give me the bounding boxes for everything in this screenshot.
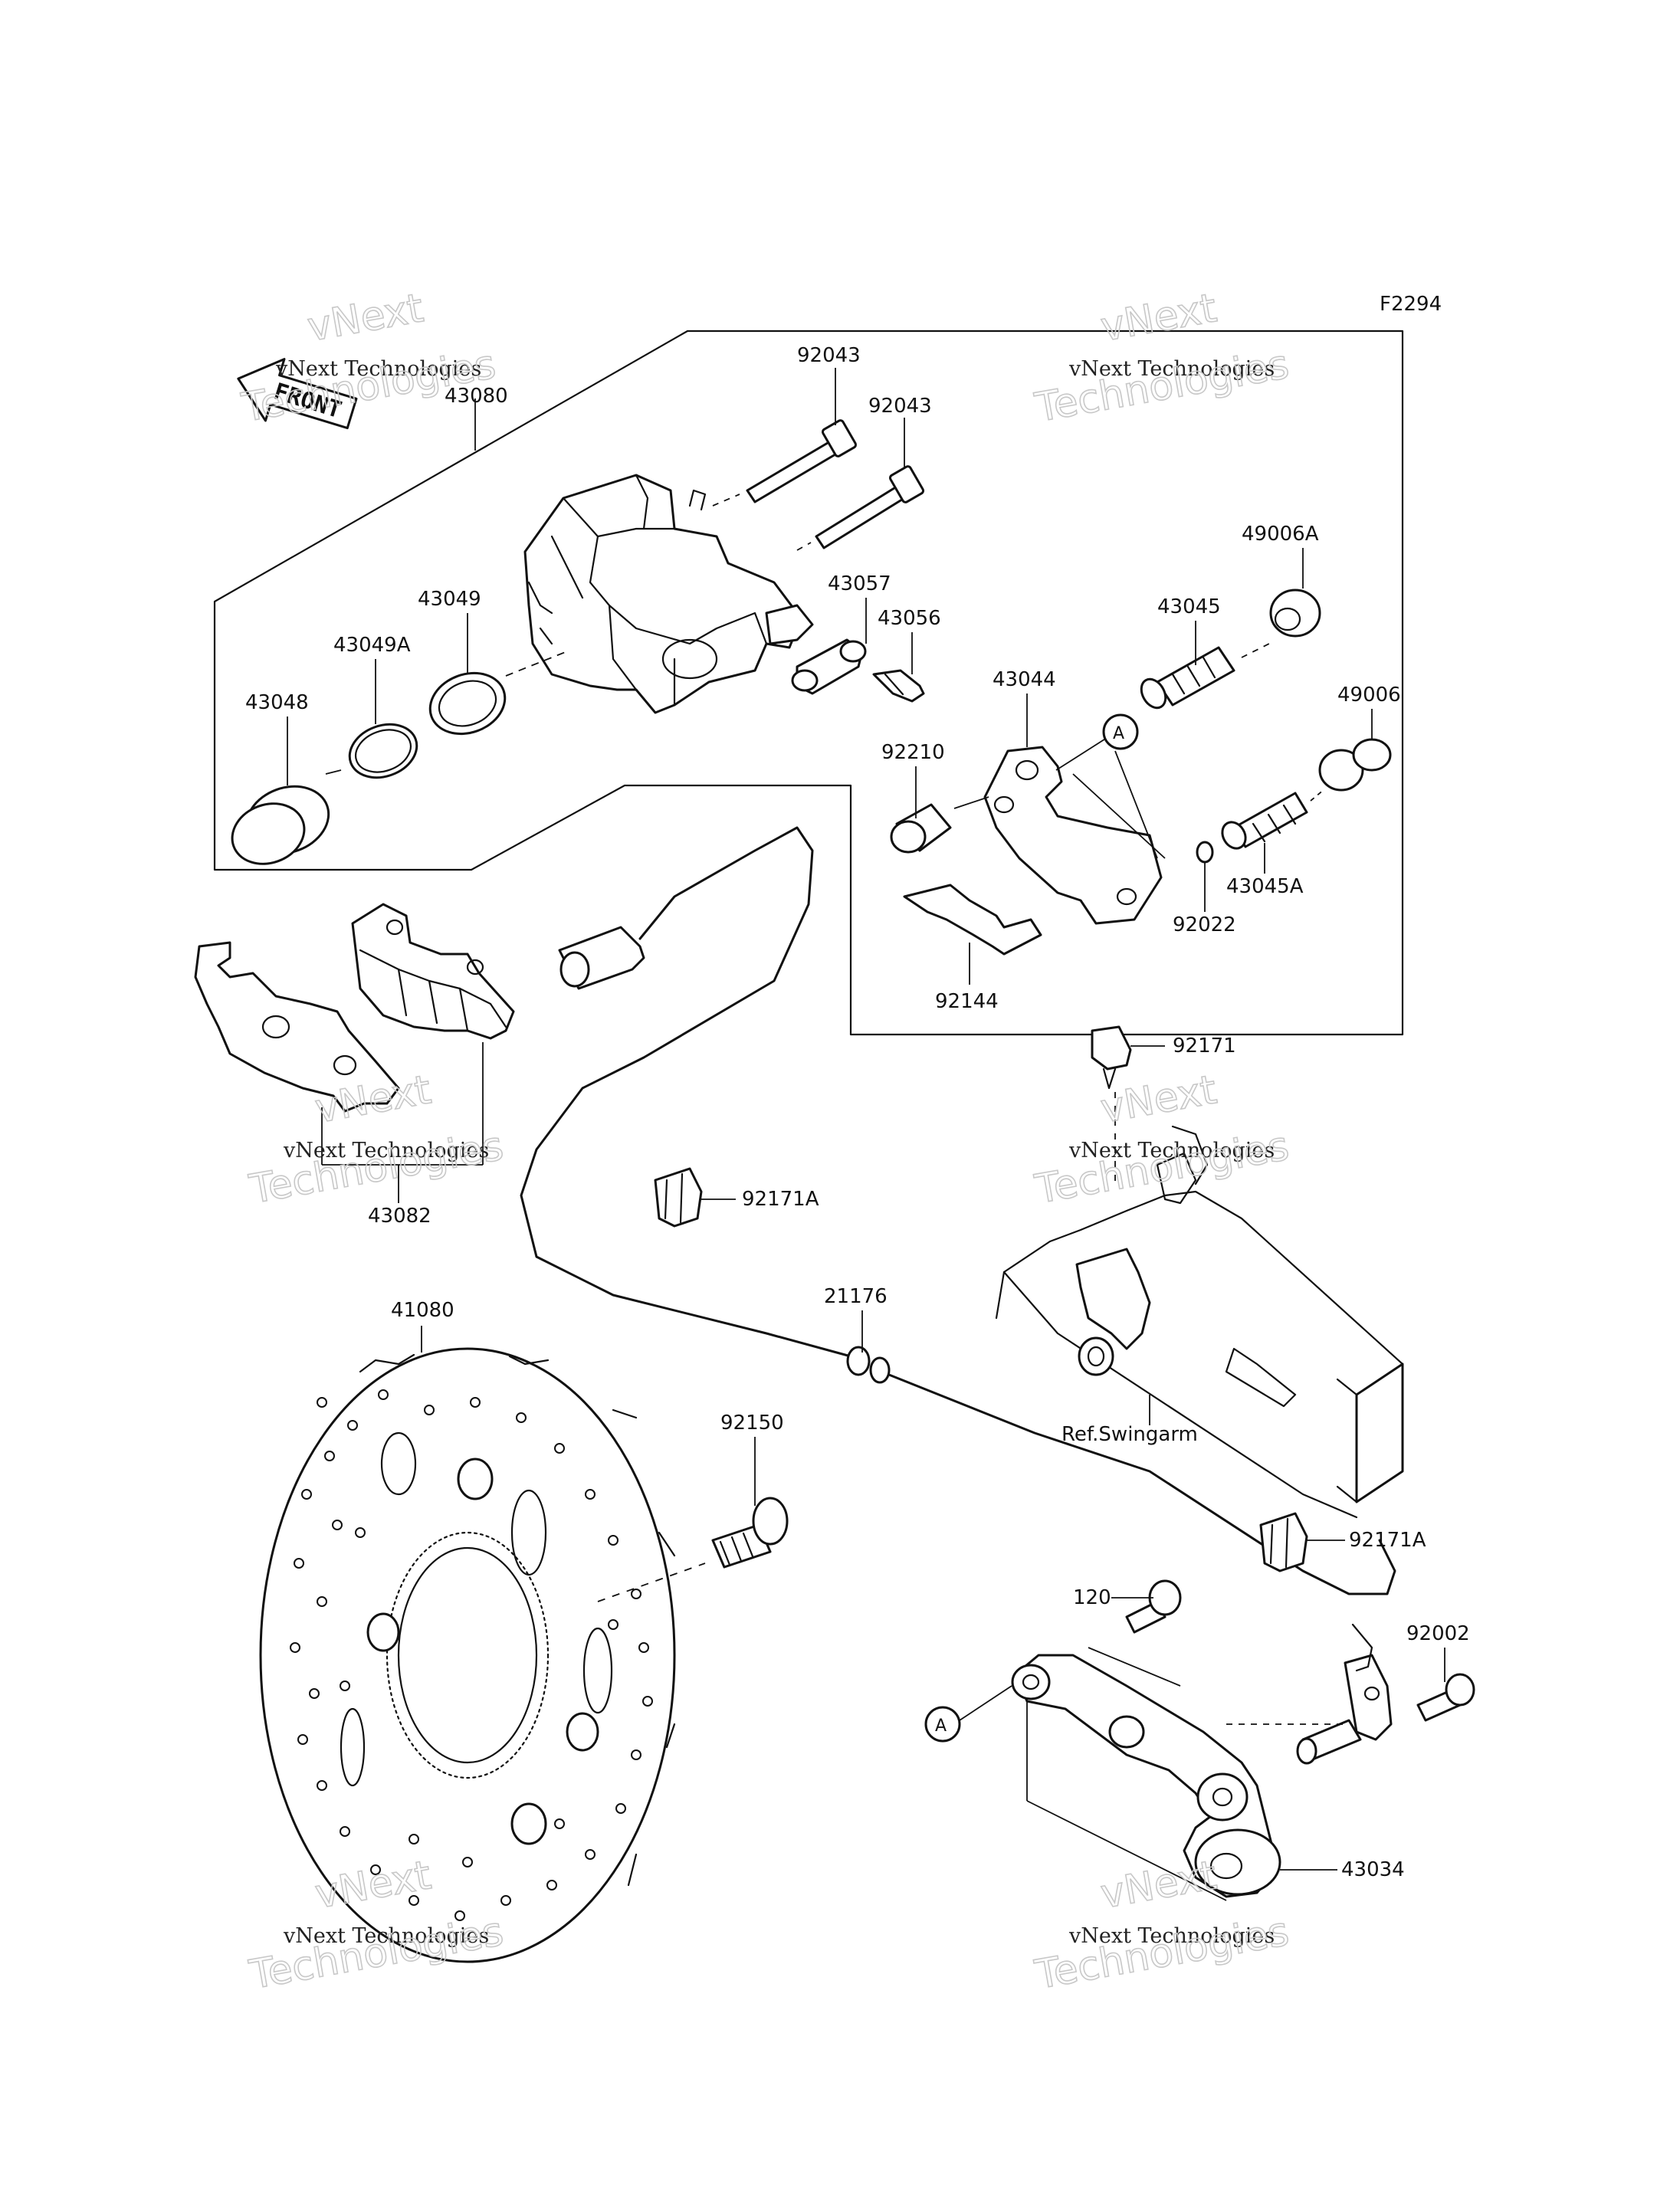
- bolt-120: [1111, 1579, 1182, 1634]
- caliper-bracket-43044: [953, 720, 1166, 925]
- label-92043-b: 92043: [868, 395, 932, 418]
- abs-sensor-cable-21176: [520, 826, 1396, 1595]
- swingarm: [995, 1125, 1404, 1519]
- label-43056: 43056: [878, 607, 941, 630]
- label-41080: 41080: [391, 1299, 454, 1322]
- svg-text:vNext: vNext: [1098, 1067, 1220, 1132]
- svg-text:vNext: vNext: [1098, 285, 1220, 350]
- piston-seals: [231, 651, 568, 865]
- label-43082: 43082: [368, 1205, 431, 1228]
- boot-49006: [1318, 738, 1392, 792]
- label-92150: 92150: [720, 1412, 784, 1435]
- bolt-92002: [1416, 1648, 1475, 1722]
- bleeder-valve-43056: [872, 669, 925, 703]
- svg-text:A: A: [1113, 724, 1124, 743]
- label-49006: 49006: [1337, 684, 1401, 707]
- svg-text:vNext: vNext: [1098, 1852, 1220, 1917]
- svg-text:Technologies: Technologies: [1032, 1123, 1292, 1213]
- label-ref-swingarm: Ref.Swingarm: [1061, 1423, 1198, 1446]
- caliper-group-outline: [213, 330, 1404, 1036]
- figure-code: F2294: [1380, 293, 1442, 316]
- svg-text:vNext Technologies: vNext Technologies: [283, 1139, 489, 1162]
- svg-text:A: A: [935, 1717, 947, 1736]
- sensor-bracket-43034: [1011, 1623, 1393, 1901]
- label-43044: 43044: [993, 668, 1056, 691]
- svg-text:vNext Technologies: vNext Technologies: [283, 1924, 489, 1948]
- bolt-92043-a: [712, 419, 858, 507]
- spring-92144: [903, 884, 1042, 956]
- label-92002: 92002: [1406, 1622, 1470, 1645]
- label-43080: 43080: [445, 385, 508, 408]
- svg-text:Technologies: Technologies: [1032, 1909, 1292, 1999]
- svg-text:vNext Technologies: vNext Technologies: [1068, 1139, 1275, 1162]
- disc-bolt-92150: [597, 1437, 789, 1602]
- callout-a-1: A: [1102, 713, 1139, 750]
- leader-lines: [287, 368, 1373, 1541]
- watermark-top-right: vNext vNext Technologies Technologies: [1031, 285, 1293, 432]
- slide-pin-43045: [1140, 641, 1273, 710]
- brake-disc-41080: [259, 1347, 676, 1963]
- svg-text:vNext Technologies: vNext Technologies: [1068, 1924, 1275, 1948]
- boot-49006A: [1269, 589, 1321, 638]
- watermark-top-left: vNext vNext Technologies Technologies: [238, 285, 500, 432]
- svg-text:vNext: vNext: [304, 285, 427, 350]
- clip-92171: [1091, 1025, 1132, 1188]
- bolt-92043-b: [796, 465, 925, 551]
- sleeve-92210: [890, 803, 952, 854]
- svg-text:Technologies: Technologies: [246, 1123, 507, 1213]
- label-92144: 92144: [935, 990, 999, 1013]
- watermark-mid-left: vNext vNext Technologies Technologies: [245, 1067, 507, 1214]
- label-120: 120: [1073, 1586, 1111, 1609]
- caliper-body: [523, 474, 814, 714]
- label-43049: 43049: [418, 588, 481, 611]
- label-21176: 21176: [824, 1285, 888, 1308]
- svg-text:Technologies: Technologies: [1032, 342, 1292, 431]
- label-43045: 43045: [1157, 595, 1221, 618]
- label-92043-a: 92043: [797, 344, 861, 367]
- label-43034: 43034: [1341, 1858, 1405, 1881]
- label-92171: 92171: [1173, 1035, 1236, 1058]
- label-43049A: 43049A: [333, 634, 411, 657]
- grommet-92171A-b: [1259, 1512, 1308, 1572]
- label-43045A: 43045A: [1226, 875, 1304, 898]
- label-43048: 43048: [245, 691, 309, 714]
- label-92171A-a: 92171A: [742, 1188, 819, 1211]
- callout-a-2: A: [924, 1685, 1012, 1743]
- svg-text:Technologies: Technologies: [238, 342, 499, 431]
- svg-text:vNext Technologies: vNext Technologies: [1068, 357, 1275, 381]
- label-92210: 92210: [881, 741, 945, 764]
- label-92022: 92022: [1173, 913, 1236, 936]
- label-92171A-b: 92171A: [1349, 1529, 1426, 1552]
- label-49006A: 49006A: [1242, 523, 1319, 546]
- grommet-92171A-a: [654, 1167, 703, 1228]
- slide-pin-43045A: [1221, 789, 1325, 850]
- bleeder-cap-43057: [791, 638, 867, 695]
- watermark-mid-right: vNext vNext Technologies Technologies: [1031, 1067, 1293, 1214]
- brake-pads-43082: [194, 903, 515, 1203]
- clip-92022: [1196, 841, 1214, 864]
- label-43057: 43057: [828, 572, 891, 595]
- svg-text:vNext Technologies: vNext Technologies: [275, 357, 481, 381]
